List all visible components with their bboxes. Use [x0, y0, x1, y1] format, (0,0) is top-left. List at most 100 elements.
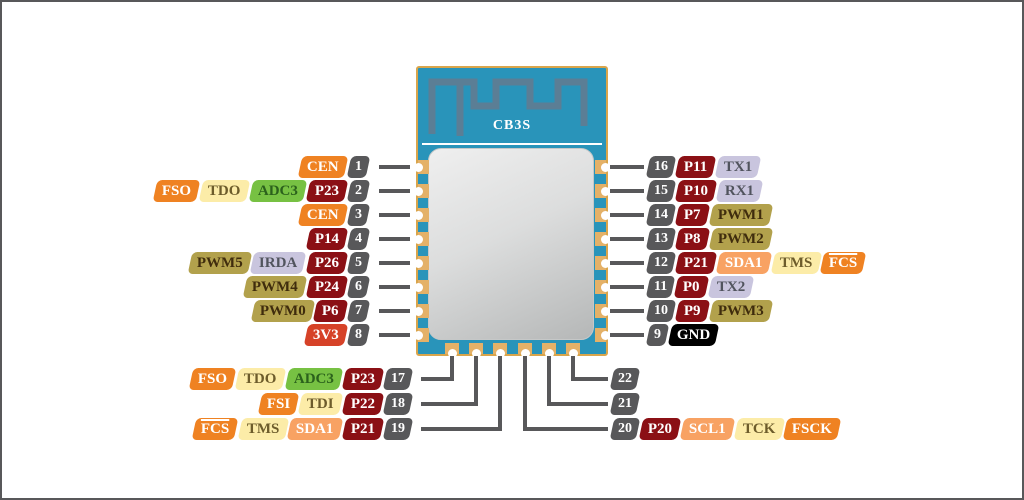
pin-label-16-p11: P11 [674, 156, 717, 178]
pin-text-13-pwm2: PWM2 [717, 230, 764, 247]
castellated-pad-right [595, 304, 610, 318]
pin-text-4: 4 [355, 231, 362, 246]
castellated-pad-bottom [445, 343, 459, 358]
pin-text-20: 20 [618, 421, 632, 436]
pin-text-1-cen: CEN [307, 158, 339, 175]
leader-line-v-pin-17 [450, 356, 454, 381]
leader-line-v-pin-22 [571, 356, 575, 381]
pad-notch [414, 186, 423, 196]
pin-text-19-fcs: FCS [201, 420, 230, 437]
pin-number-16: 16 [645, 156, 677, 178]
pin-text-18-p22: P22 [350, 395, 375, 412]
leader-line-h-pin-22 [571, 377, 608, 381]
pin-text-17: 17 [391, 371, 405, 386]
pin-number-9: 9 [645, 324, 670, 346]
pin-label-2-p23: P23 [305, 180, 349, 202]
pin-number-11: 11 [645, 276, 676, 298]
pin-text-12-fcs: FCS [829, 254, 858, 271]
pin-text-9: 9 [654, 327, 661, 342]
pad-notch [601, 330, 610, 340]
pin-label-15-rx1: RX1 [715, 180, 764, 202]
leader-line-h-pin-21 [547, 402, 608, 406]
pin-text-17-tdo: TDO [244, 370, 277, 387]
castellated-pad-bottom [469, 343, 483, 358]
pin-label-12-tms: TMS [770, 252, 822, 274]
pin-text-19: 19 [391, 421, 405, 436]
leader-line-pin-12 [610, 261, 644, 265]
leader-line-v-pin-18 [474, 356, 478, 406]
pin-text-8: 8 [355, 327, 362, 342]
pin-label-5-pwm5: PWM5 [187, 252, 252, 274]
pin-text-4-p14: P14 [314, 230, 339, 247]
pin-text-17-adc3: ADC3 [293, 370, 334, 387]
pin-text-19-p21: P21 [350, 420, 375, 437]
pin-label-12-fcs: FCS [819, 252, 867, 274]
pin-label-8-3v3: 3V3 [303, 324, 349, 346]
pin-text-5: 5 [355, 255, 362, 270]
pad-notch [414, 210, 423, 220]
pin-label-5-p26: P26 [305, 252, 349, 274]
pin-text-14-p7: P7 [684, 206, 701, 223]
pin-row-14: 14 P7 PWM1 [645, 204, 773, 226]
pad-notch [414, 258, 423, 268]
pad-notch [601, 258, 610, 268]
pin-label-16-tx1: TX1 [715, 156, 763, 178]
pin-number-4: 4 [346, 228, 371, 250]
pin-text-14: 14 [654, 207, 668, 222]
pin-number-18: 18 [382, 393, 414, 415]
castellated-pad-left [414, 160, 429, 174]
pin-text-6-pwm4: PWM4 [252, 278, 298, 295]
pin-label-13-pwm2: PWM2 [708, 228, 773, 250]
pin-number-2: 2 [346, 180, 371, 202]
pin-number-20: 20 [609, 418, 641, 440]
castellated-pad-bottom [542, 343, 556, 358]
module-label: CB3S [492, 118, 532, 133]
pin-label-14-p7: P7 [674, 204, 711, 226]
leader-line-pin-1 [379, 165, 410, 169]
pin-label-1-cen: CEN [297, 156, 349, 178]
pin-text-15-rx1: RX1 [725, 182, 755, 199]
pin-text-18-fsi: FSI [266, 395, 291, 412]
pin-label-6-p24: P24 [305, 276, 349, 298]
pin-label-2-adc3: ADC3 [248, 180, 308, 202]
pad-notch [495, 349, 505, 358]
pin-text-16-tx1: TX1 [724, 158, 753, 175]
pin-label-14-pwm1: PWM1 [708, 204, 773, 226]
pin-label-20-tck: TCK [733, 418, 785, 440]
pad-notch [414, 330, 423, 340]
pin-label-20-fsck: FSCK [783, 418, 842, 440]
pin-label-7-pwm0: PWM0 [250, 300, 315, 322]
pin-number-13: 13 [645, 228, 677, 250]
pin-number-14: 14 [645, 204, 677, 226]
pad-notch [544, 349, 554, 358]
leader-line-pin-2 [379, 189, 410, 193]
pad-notch [601, 234, 610, 244]
leader-line-pin-16 [610, 165, 644, 169]
pin-text-7-p6: P6 [322, 302, 339, 319]
pin-text-10-p9: P9 [684, 302, 701, 319]
pin-label-19-tms: TMS [237, 418, 289, 440]
pin-text-6: 6 [355, 279, 362, 294]
metal-shield [428, 148, 594, 340]
pin-text-5-p26: P26 [314, 254, 339, 271]
pad-notch [601, 162, 610, 172]
leader-line-pin-3 [379, 213, 410, 217]
pin-text-19-sda1: SDA1 [296, 420, 334, 437]
pin-label-15-p10: P10 [674, 180, 718, 202]
leader-line-pin-14 [610, 213, 644, 217]
pin-label-6-pwm4: PWM4 [242, 276, 308, 298]
pin-number-17: 17 [382, 368, 414, 390]
pin-text-2: 2 [355, 183, 362, 198]
castellated-pad-left [414, 304, 429, 318]
antenna-trace-icon [428, 78, 588, 136]
pin-number-10: 10 [645, 300, 677, 322]
pin-number-15: 15 [645, 180, 677, 202]
